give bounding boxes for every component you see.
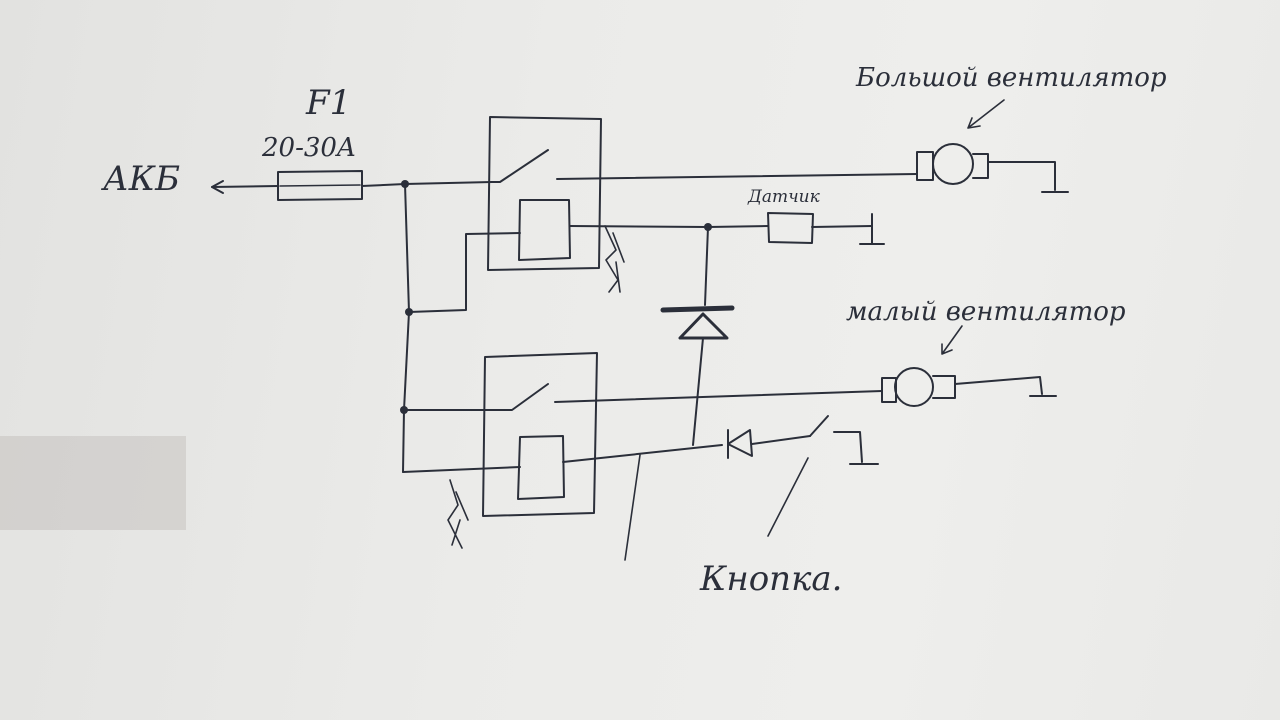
small-fan-motor: [894, 367, 934, 407]
relay-1-hatch: [604, 225, 625, 293]
wire-smallfan-ground: [954, 376, 1043, 395]
sensor-ground-symbol: [859, 213, 885, 245]
paper-shadow: [0, 436, 186, 530]
wire-node4-diode: [704, 226, 709, 306]
big-fan-motor: [932, 143, 974, 185]
wire-relay2-smallfan: [554, 390, 883, 403]
wire-node4-sensor: [707, 225, 769, 228]
sensor-label: Датчик: [747, 187, 821, 207]
relay-2-coil: [517, 435, 565, 500]
relay-2-housing: [482, 352, 598, 517]
relay-1-coil: [518, 199, 571, 261]
diode-triangle: [678, 312, 729, 340]
small-fan: малый вентилятор: [846, 297, 1126, 407]
wire-relay1coil-out: [569, 225, 709, 228]
wire-button-ground: [833, 431, 863, 463]
button-diode: [727, 429, 753, 459]
relay-2-hatch: [447, 479, 469, 549]
fuse-body: [277, 170, 363, 201]
wire-bus-vertical: [402, 183, 410, 473]
button-pointer: [767, 457, 809, 537]
wire-diode-down: [692, 337, 704, 446]
button-contact: [809, 415, 829, 437]
big-fan-connector-right: [972, 153, 989, 179]
fuse-element: [279, 184, 361, 187]
small-fan-connector-left: [881, 377, 897, 403]
main-bus: [400, 180, 521, 473]
fuse-name-label: F1: [305, 83, 351, 123]
wire-sensor-ground: [811, 225, 873, 228]
button: Кнопка.: [699, 415, 879, 599]
small-fan-connector-right: [932, 375, 956, 399]
wire-bus-relay2coil: [402, 466, 521, 473]
wire-bigfan-ground: [987, 161, 1056, 191]
wire-battery-fuse: [211, 185, 279, 188]
button-label: Кнопка.: [699, 559, 842, 599]
relay-1-housing: [487, 116, 602, 271]
wire-node2-relay1coil: [408, 232, 521, 313]
relay-1: [487, 116, 918, 293]
big-fan-pointer: [967, 99, 1005, 129]
fuse-rating-label: 20-30A: [261, 133, 356, 163]
big-fan: Большой вентилятор: [855, 63, 1167, 193]
relay-1-contact: [491, 149, 549, 183]
battery-label: АКБ: [101, 159, 180, 199]
big-fan-label: Большой вентилятор: [855, 63, 1167, 93]
fuse-f1: F1 20-30A: [261, 83, 406, 201]
wire-fuse-node1: [361, 183, 406, 187]
wire-relay2coil-out: [562, 444, 723, 463]
relay-2: [447, 352, 883, 561]
sensor-body: [767, 212, 814, 244]
sensor: Датчик: [704, 187, 885, 245]
small-fan-label: малый вентилятор: [846, 297, 1126, 327]
big-fan-connector-left: [916, 151, 934, 181]
wire-relay1-bigfan: [556, 173, 918, 180]
relay-2-contact: [504, 383, 549, 411]
wire-relay2-tail: [624, 454, 641, 561]
wire-diode-button: [751, 435, 811, 445]
small-fan-pointer: [941, 325, 963, 355]
battery-terminal: АКБ: [101, 159, 279, 199]
wire-node1-relay1: [404, 181, 493, 185]
diode: [660, 226, 735, 446]
diode-bar: [660, 305, 735, 313]
